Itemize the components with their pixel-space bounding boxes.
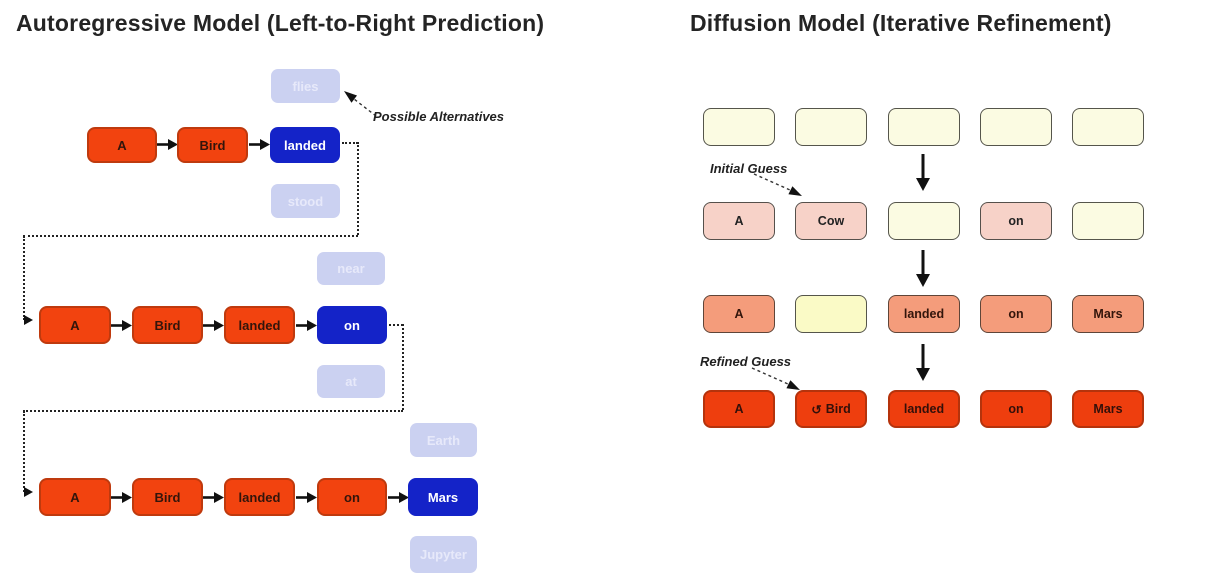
token-label: on — [344, 489, 360, 505]
token-label: Mars — [1093, 402, 1123, 416]
arrow-down-icon — [915, 154, 931, 191]
arrow-right-icon — [296, 319, 317, 332]
alt-token-box: flies — [271, 69, 340, 103]
token-label: A — [117, 137, 127, 153]
token-box: landed — [270, 127, 340, 163]
arrow-right-icon — [203, 319, 224, 332]
token-label: A — [734, 307, 744, 321]
dashed-annotation-arrow-icon — [750, 364, 804, 394]
diffusion-cell: A — [703, 390, 775, 428]
token-label: on — [1008, 307, 1024, 321]
token-box: A — [39, 478, 111, 516]
autoregressive-title: Autoregressive Model (Left-to-Right Pred… — [16, 10, 545, 36]
dotted-connector-segment — [23, 235, 358, 237]
dotted-connector-segment — [402, 324, 404, 410]
diffusion-cell: landed — [888, 390, 960, 428]
diffusion-cell: on — [980, 390, 1052, 428]
token-label: Earth — [426, 432, 461, 448]
diffusion-cell: Mars — [1072, 390, 1144, 428]
alt-token-box: Earth — [410, 423, 477, 457]
token-label: Cow — [817, 214, 845, 228]
token-box: landed — [224, 478, 295, 516]
diffusion-cell: A — [703, 295, 775, 333]
arrow-right-icon — [203, 491, 224, 504]
alt-token-box: near — [317, 252, 385, 285]
diffusion-cell: on — [980, 202, 1052, 240]
token-box: landed — [224, 306, 295, 344]
token-label: on — [1008, 214, 1024, 228]
token-label: landed — [238, 489, 281, 505]
arrow-right-icon — [296, 491, 317, 504]
token-box: A — [39, 306, 111, 344]
connector-arrowhead-icon — [24, 487, 33, 497]
token-box: Mars — [408, 478, 478, 516]
token-label: flies — [292, 78, 319, 94]
diffusion-title: Diffusion Model (Iterative Refinement) — [690, 10, 1112, 36]
token-box: on — [317, 306, 387, 344]
token-box: on — [317, 478, 387, 516]
diffusion-cell — [980, 108, 1052, 146]
arrow-down-icon — [915, 344, 931, 381]
token-label: landed — [903, 307, 945, 321]
token-label: A — [734, 402, 744, 416]
dotted-connector-segment — [23, 411, 25, 492]
diffusion-cell — [703, 108, 775, 146]
token-label: Mars — [427, 489, 459, 505]
token-label: landed — [903, 402, 945, 416]
dashed-annotation-arrow-icon — [752, 170, 806, 200]
diffusion-cell — [888, 202, 960, 240]
token-label: A — [70, 489, 80, 505]
token-label: stood — [287, 193, 324, 209]
diffusion-cell: A — [703, 202, 775, 240]
token-label: Bird — [154, 317, 181, 333]
alt-token-box: Jupyter — [410, 536, 477, 573]
token-box: Bird — [132, 478, 203, 516]
dotted-connector-segment — [23, 236, 25, 320]
arrow-down-icon — [915, 250, 931, 287]
token-label: Mars — [1093, 307, 1123, 321]
dotted-connector-segment — [342, 142, 358, 144]
diffusion-cell: Cow — [795, 202, 867, 240]
token-label: Bird — [825, 402, 851, 416]
dotted-connector-segment — [389, 324, 403, 326]
connector-arrowhead-icon — [24, 315, 33, 325]
token-label: near — [337, 261, 365, 276]
diffusion-cell — [795, 295, 867, 333]
dotted-connector-segment — [23, 410, 403, 412]
token-label: on — [344, 317, 360, 333]
token-box: Bird — [177, 127, 248, 163]
diffusion-cell — [1072, 108, 1144, 146]
token-label: landed — [284, 137, 326, 153]
token-label: Jupyter — [420, 547, 467, 562]
diffusion-cell: landed — [888, 295, 960, 333]
token-label: A — [70, 317, 80, 333]
arrow-right-icon — [111, 319, 132, 332]
possible-alternatives-label: Possible Alternatives — [373, 109, 505, 124]
token-label: Bird — [154, 489, 181, 505]
dashed-annotation-arrow-icon — [338, 88, 378, 118]
diffusion-cell: Mars — [1072, 295, 1144, 333]
arrow-right-icon — [157, 138, 178, 151]
alt-token-box: stood — [271, 184, 340, 218]
initial-guess-label: Initial Guess — [710, 161, 788, 176]
refined-guess-label: Refined Guess — [700, 354, 792, 369]
token-label: A — [734, 214, 744, 228]
diffusion-cell: on — [980, 295, 1052, 333]
diffusion-cell — [795, 108, 867, 146]
arrow-right-icon — [388, 491, 409, 504]
token-label: at — [345, 374, 357, 389]
dotted-connector-segment — [357, 142, 359, 235]
arrow-right-icon — [111, 491, 132, 504]
diffusion-cell — [1072, 202, 1144, 240]
token-label: Bird — [199, 137, 226, 153]
token-label: on — [1008, 402, 1024, 416]
alt-token-box: at — [317, 365, 385, 398]
diffusion-cell — [888, 108, 960, 146]
refresh-icon: ↺ — [811, 402, 822, 417]
token-box: Bird — [132, 306, 203, 344]
token-label: landed — [238, 317, 281, 333]
arrow-right-icon — [249, 138, 270, 151]
token-box: A — [87, 127, 157, 163]
diffusion-cell: ↺ Bird — [795, 390, 867, 428]
